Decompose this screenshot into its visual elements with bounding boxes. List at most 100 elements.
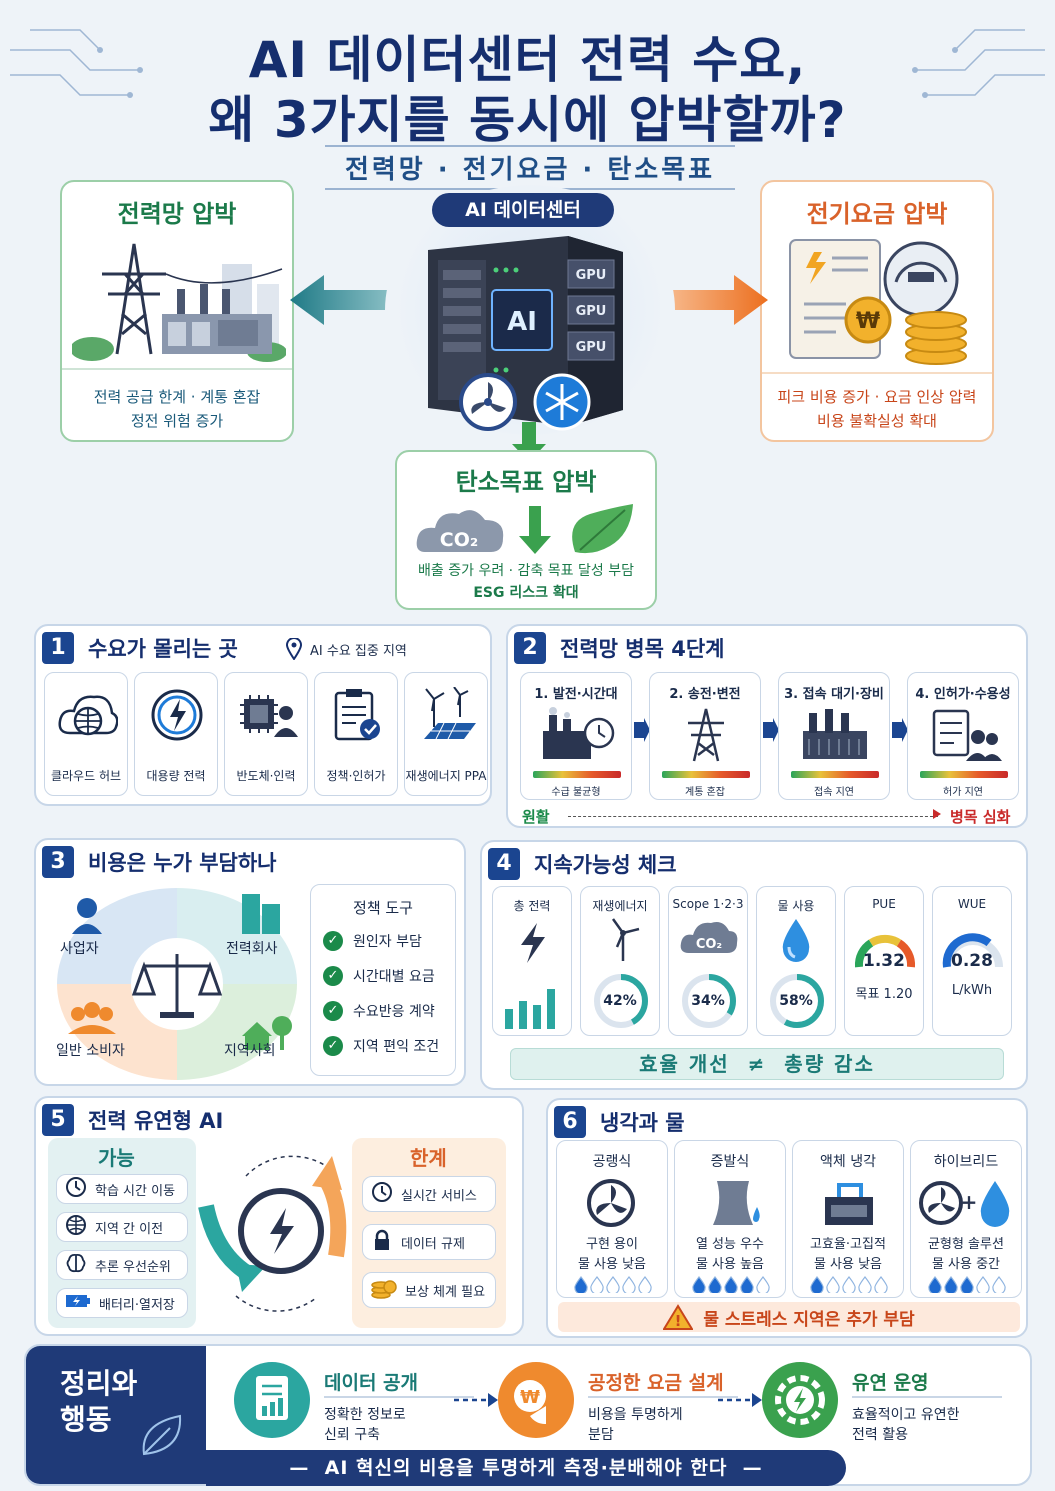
section-2-title: 전력망 병목 4단계 <box>560 637 725 661</box>
demand-tile-3: 정책·인허가 <box>314 672 398 796</box>
section-3-number: 3 <box>42 846 74 878</box>
fair-pricing-icon: ₩ <box>496 1360 576 1444</box>
demand-tag: AI 수요 집중 지역 <box>286 638 407 660</box>
flex-can-item: 배터리·열저장 <box>56 1288 188 1318</box>
liquid-cooling-icon <box>825 1183 873 1225</box>
water-usage-drops-icon <box>809 1275 893 1297</box>
lightning-power-icon <box>151 689 203 741</box>
demand-tile-label: 재생에너지 PPA <box>405 769 487 783</box>
grid-pressure-desc1: 전력 공급 한계 · 계통 혼잡 <box>93 388 261 406</box>
metric-note: L/kWh <box>951 983 993 998</box>
pue-gauge-icon <box>851 921 919 975</box>
cooling-type-name: 액체 냉각 <box>820 1154 876 1170</box>
grid-pressure-title: 전력망 압박 <box>117 200 237 228</box>
flex-can-item: 추론 우선순위 <box>56 1250 188 1280</box>
section-1-title: 수요가 몰리는 곳 <box>88 637 238 661</box>
policy-tool-item: ✓수요반응 계약 <box>323 1001 435 1021</box>
summary-step-desc2: 분담 <box>588 1427 614 1443</box>
check-icon: ✓ <box>323 966 343 986</box>
metric-name: Scope 1·2·3 <box>672 897 744 911</box>
stage-name: 3. 접속 대기·장비 <box>784 687 884 702</box>
flexible-clock-icon <box>198 1155 347 1312</box>
stage-name: 2. 송전·변전 <box>669 687 741 702</box>
water-stress-warning: ! 물 스트레스 지역은 추가 부담 <box>558 1302 1020 1332</box>
policy-tools-box: 정책 도구 ✓원인자 부담 ✓시간대별 요금 ✓수요반응 계약 ✓지역 편익 조건 <box>310 884 456 1076</box>
cooling-tower-icon <box>713 1181 760 1225</box>
check-icon: ✓ <box>323 1036 343 1056</box>
summary-title-line2: 행동 <box>60 1403 112 1436</box>
wind-turbine-icon <box>611 918 640 961</box>
carbon-pressure-card: 탄소목표 압박 CO₂ 배출 증가 우려 · 감축 목표 달성 부담 ESG 리… <box>395 450 657 610</box>
transformer-icon <box>803 709 867 759</box>
metric-note: 목표 1.20 <box>855 987 913 1002</box>
factory-clock-icon <box>543 707 615 759</box>
grid-pressure-desc2: 정전 위험 증가 <box>130 412 224 430</box>
flex-limit-item: 실시간 서비스 <box>362 1176 496 1212</box>
flexible-operation-icon <box>760 1360 840 1444</box>
carbon-pressure-desc2: ESG 리스크 확대 <box>473 585 579 601</box>
summary-step-desc1: 효율적이고 유연한 <box>852 1407 960 1423</box>
leaf-icon <box>142 1414 182 1456</box>
stage-name: 4. 인허가·수용성 <box>915 687 1011 702</box>
percent-ring <box>594 974 648 1028</box>
section-4-number: 4 <box>488 848 520 880</box>
percent-ring <box>770 974 824 1028</box>
demand-tile-label: 대용량 전력 <box>146 769 206 783</box>
page-subtitle: 전력망 · 전기요금 · 탄소목표 <box>325 145 735 190</box>
chip-person-icon <box>240 695 298 737</box>
grid-pressure-card: 전력망 압박 전력 공급 한계 · 계통 혼잡 정전 위험 증가 <box>60 180 294 442</box>
location-pin-icon <box>286 638 302 660</box>
cooling-desc2: 물 사용 낮음 <box>813 1257 883 1272</box>
cooling-desc1: 열 성능 우수 <box>695 1237 765 1252</box>
won-coin-icon: ₩ <box>856 309 880 334</box>
power-tower-substation-icon <box>72 243 286 362</box>
metric-name: WUE <box>957 897 987 911</box>
flex-can-item: 지역 간 이전 <box>56 1212 188 1242</box>
price-pressure-title: 전기요금 압박 <box>806 200 948 228</box>
party-utility: 전력회사 <box>226 941 278 957</box>
price-pressure-desc1: 피크 비용 증가 · 요금 인상 압력 <box>777 388 977 406</box>
water-usage-drops-icon <box>927 1275 1011 1297</box>
cooling-type-name: 하이브리드 <box>933 1154 999 1170</box>
policy-tool-item: ✓원인자 부담 <box>323 931 422 951</box>
demand-tile-2: 반도체·인력 <box>224 672 308 796</box>
metric-name: 총 전력 <box>513 899 551 913</box>
globe-icon <box>65 1214 87 1240</box>
section-5-number: 5 <box>42 1104 74 1136</box>
policy-tool-item: ✓지역 편익 조건 <box>323 1036 439 1056</box>
cooling-desc1: 구현 용이 <box>586 1237 638 1252</box>
section-3-title: 비용은 누가 부담하나 <box>88 851 277 875</box>
power-bars-icon <box>503 983 563 1033</box>
data-disclosure-icon <box>232 1360 312 1444</box>
stage-note: 접속 지연 <box>814 787 854 798</box>
summary-step-desc1: 비용을 투명하게 <box>588 1407 683 1423</box>
percent-ring <box>682 974 736 1028</box>
ai-server-rack-icon: AI GPU GPU GPU <box>428 236 623 426</box>
metric-value: 34% <box>691 993 725 1009</box>
price-pressure-desc2: 비용 불확실성 확대 <box>817 412 937 430</box>
battery-icon <box>65 1292 91 1314</box>
stage-arrow-icon <box>634 718 650 746</box>
clock-icon <box>65 1176 87 1202</box>
bill-meter-coins-icon: ₩ <box>789 239 967 365</box>
summary-title-panel: 정리와 행동 <box>26 1346 206 1484</box>
summary-step-desc1: 정확한 정보로 <box>324 1407 406 1423</box>
flow-right-label: 병목 심화 <box>950 808 1011 826</box>
page-title-line2: 왜 3가지를 동시에 압박할까? <box>208 91 847 149</box>
policy-tool-item: ✓시간대별 요금 <box>323 966 435 986</box>
stage-arrow-icon <box>763 718 779 746</box>
flow-arrow-icon <box>933 809 941 819</box>
summary-arrow-icon <box>718 1390 762 1414</box>
page-title-line1: AI 데이터센터 전력 수요, <box>248 31 807 89</box>
policy-tools-title: 정책 도구 <box>353 899 413 917</box>
hybrid-cooling-icon: + <box>919 1181 1010 1227</box>
metric-name: 재생에너지 <box>592 899 648 913</box>
water-drop-icon <box>782 919 810 962</box>
snowflake-icon <box>533 373 591 431</box>
